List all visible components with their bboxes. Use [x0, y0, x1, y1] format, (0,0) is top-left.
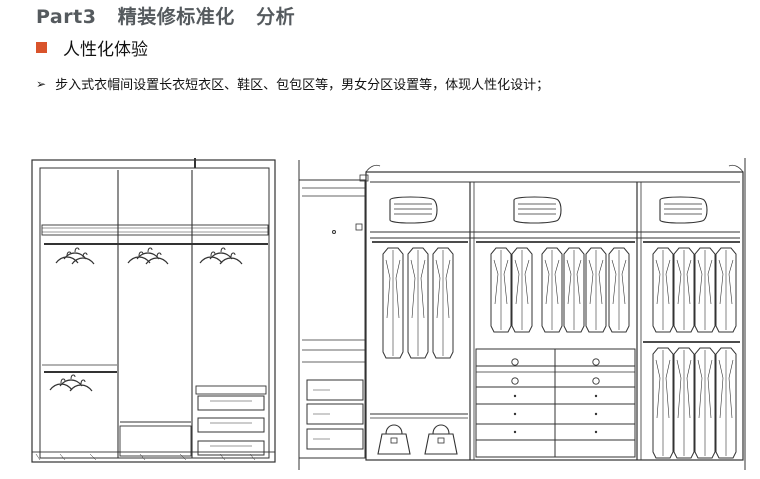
- section-heading: 人性化体验: [36, 36, 148, 60]
- handbags: [377, 424, 458, 455]
- drawer-knobs: [511, 358, 600, 434]
- bullet-item: ➢ 步入式衣帽间设置长衣短衣区、鞋区、包包区等，男女分区设置等，体现人性化设计；: [36, 74, 550, 94]
- section-subtitle: 人性化体验: [63, 39, 148, 60]
- bullet-text: 步入式衣帽间设置长衣短衣区、鞋区、包包区等，男女分区设置等，体现人性化设计；: [55, 78, 550, 93]
- folded-clothes: [389, 196, 708, 224]
- arrow-bullet-icon: ➢: [36, 76, 47, 91]
- left-wardrobe-drawing: [31, 158, 276, 463]
- red-square-icon: [36, 41, 47, 53]
- right-wardrobe-drawing: [298, 158, 746, 470]
- left-hangers: [49, 247, 243, 392]
- page-title: Part3 精装修标准化 分析: [36, 6, 296, 28]
